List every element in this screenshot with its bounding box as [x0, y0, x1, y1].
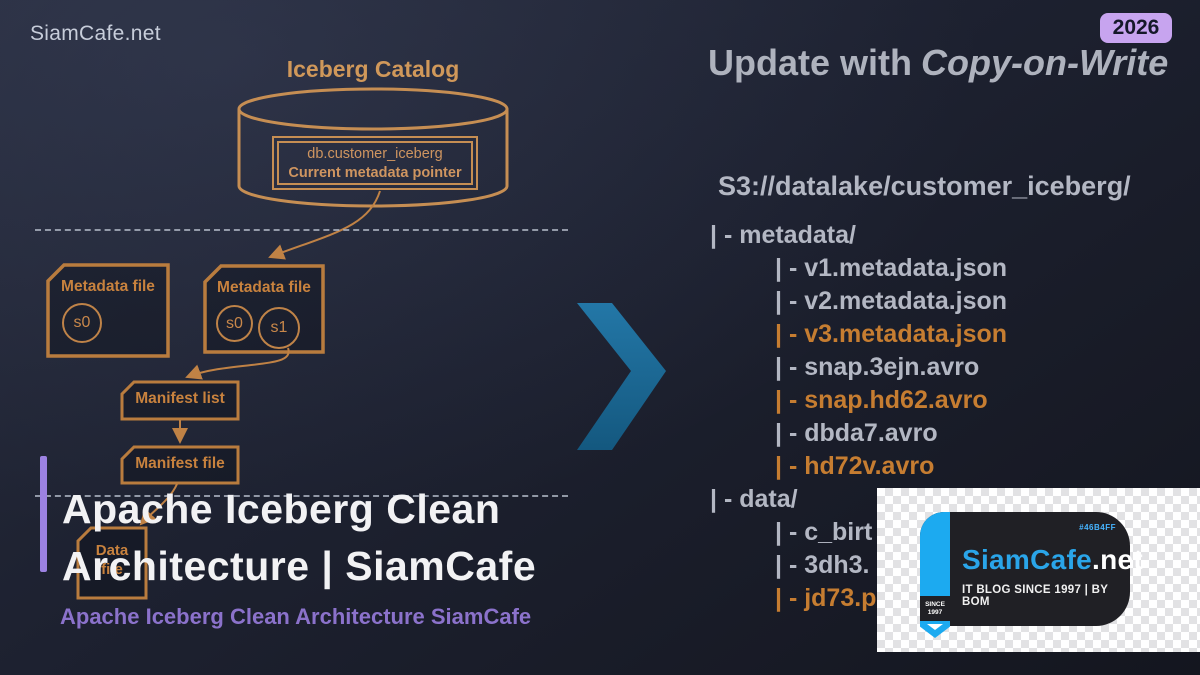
metadata-file-1-label: Metadata file — [61, 278, 155, 295]
page-subtitle: Apache Iceberg Clean Architecture SiamCa… — [60, 604, 532, 629]
right-panel-title-prefix: Update with — [708, 42, 912, 83]
tree-item: | - snap.3ejn.avro — [775, 353, 980, 381]
metadata-file-2-label: Metadata file — [217, 279, 311, 296]
tree-item: | - c_birt — [775, 518, 873, 546]
ribbon-line2: 1997 — [927, 609, 943, 616]
metadata-pointer-inner: db.customer_iceberg Current metadata poi… — [277, 141, 473, 185]
brand-name-suffix: .net — [1092, 544, 1143, 575]
current-metadata-pointer-label: Current metadata pointer — [288, 164, 462, 181]
tree-item: | - v1.metadata.json — [775, 254, 1008, 282]
ribbon-chevron-icon — [927, 624, 943, 630]
right-panel-title-emphasis: Copy-on-Write — [921, 42, 1169, 83]
tree-item: | - v2.metadata.json — [775, 287, 1008, 315]
brand-hex-code: #46B4FF — [1079, 523, 1116, 532]
manifest-list-label: Manifest list — [135, 390, 225, 407]
page-title-line2: Architecture | SiamCafe — [62, 543, 537, 589]
arrow-catalog-to-metadata — [268, 190, 381, 260]
tree-item: | - v3.metadata.json — [775, 320, 1008, 348]
tree-item: | - dbda7.avro — [775, 419, 938, 447]
logo-card: SINCE 1997 #46B4FF SiamCafe.net IT BLOG … — [877, 488, 1200, 652]
title-accent-bar — [40, 456, 47, 572]
brand-name: SiamCafe.net — [962, 544, 1143, 576]
ribbon-line1: SINCE — [925, 601, 945, 608]
brand-tagline: IT BLOG SINCE 1997 | BY BOM — [962, 584, 1109, 608]
since-1997-ribbon: SINCE 1997 — [920, 596, 950, 621]
s3-path: S3://datalake/customer_iceberg/ — [718, 171, 1131, 201]
file-tree: | - metadata/ | - v1.metadata.json | - v… — [710, 219, 1007, 615]
snapshot-s0-badge: s0 — [62, 303, 102, 343]
site-watermark: SiamCafe.net — [30, 22, 161, 45]
forward-chevron-icon — [577, 303, 666, 450]
tree-item: | - jd73.p — [775, 584, 877, 612]
catalog-title: Iceberg Catalog — [286, 56, 460, 82]
year-badge: 2026 — [1100, 13, 1172, 43]
dashed-divider-bottom — [35, 495, 568, 497]
metadata-pointer-box: db.customer_iceberg Current metadata poi… — [272, 136, 478, 190]
tree-item: | - hd72v.avro — [775, 452, 935, 480]
page-title: Apache Iceberg Clean Architecture | Siam… — [62, 481, 536, 595]
manifest-file-label: Manifest file — [135, 455, 225, 472]
tree-item: | - data/ — [710, 485, 798, 513]
tree-item: | - 3dh3. — [775, 551, 870, 579]
arrow-s1-to-manifest-list — [185, 347, 290, 380]
snapshot-s0-badge: s0 — [216, 305, 253, 342]
dashed-divider-top — [35, 229, 568, 231]
brand-name-main: SiamCafe — [962, 544, 1093, 575]
db-table-name: db.customer_iceberg — [307, 145, 443, 162]
tree-item: | - snap.hd62.avro — [775, 386, 988, 414]
siamcafe-logo-badge: SINCE 1997 #46B4FF SiamCafe.net IT BLOG … — [920, 512, 1143, 638]
snapshot-s1-badge: s1 — [258, 307, 300, 349]
connector-arrows — [139, 190, 381, 526]
tree-item: | - metadata/ — [710, 221, 856, 249]
page-title-line1: Apache Iceberg Clean — [62, 486, 501, 532]
